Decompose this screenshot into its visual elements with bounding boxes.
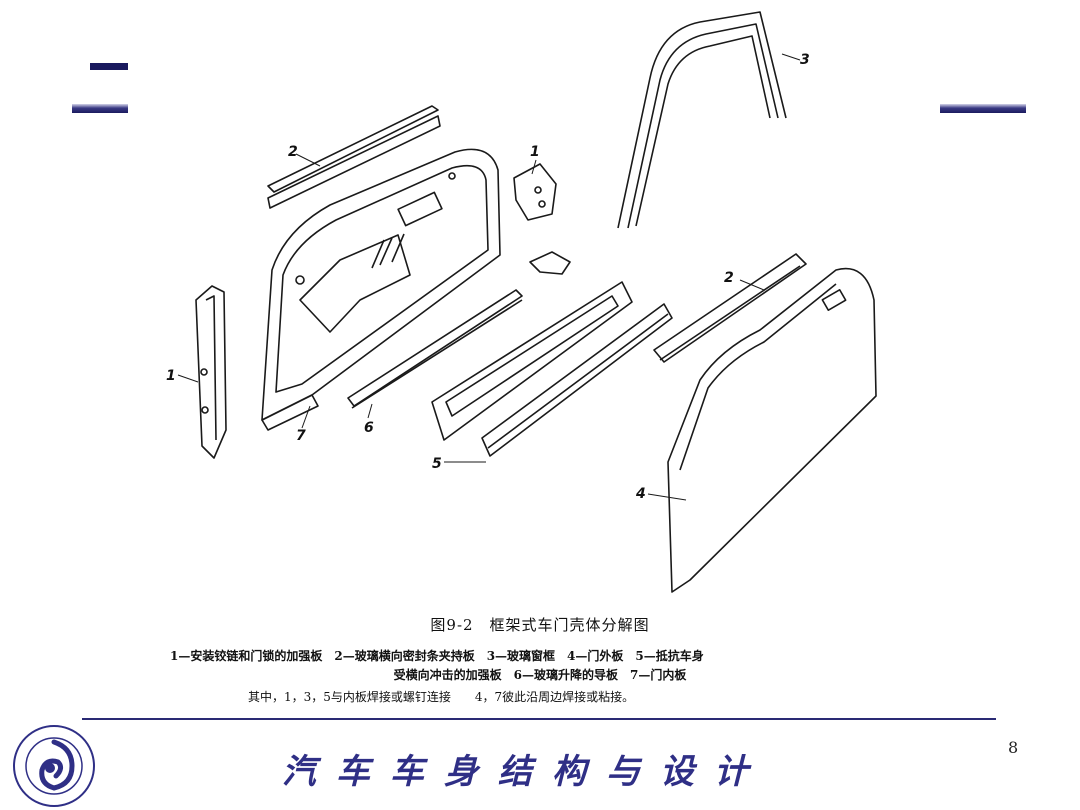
label-3: 3 (800, 52, 810, 68)
figure-legend-line-3: 其中，1，3，5与内板焊接或螺钉连接 4，7彼此沿周边焊接或粘接。 (248, 690, 635, 704)
door-exploded-diagram: 3 2 1 1 2 4 5 6 7 (166, 11, 877, 593)
part-impact-reinforcement (431, 281, 673, 457)
part-glass-guide (347, 289, 523, 409)
label-4: 4 (635, 486, 646, 502)
part-inner-panel (261, 148, 501, 431)
figure-legend-line-1: 1—安装铰链和门锁的加强板 2—玻璃横向密封条夹持板 3—玻璃窗框 4—门外板 … (170, 649, 704, 663)
label-2b: 2 (724, 270, 734, 286)
course-title: 汽车车身结构与设计 (282, 752, 768, 792)
university-logo-icon (13, 725, 95, 807)
figure-legend-line-2: 受横向冲击的加强板 6—玻璃升降的导板 7—门内板 (393, 668, 687, 682)
header-bar-right (940, 104, 1026, 113)
page-number: 8 (1008, 738, 1019, 757)
header-bar-left (72, 104, 128, 113)
figure-title: 图9-2 框架式车门壳体分解图 (430, 616, 650, 634)
part-hinge-plate-left (195, 285, 227, 459)
footer-divider (82, 718, 996, 720)
label-5: 5 (432, 456, 442, 472)
label-7: 7 (296, 428, 306, 444)
label-6: 6 (364, 420, 374, 436)
label-1a: 1 (166, 368, 176, 384)
header-dash (90, 63, 128, 70)
label-1b: 1 (530, 144, 540, 160)
part-sealing-strip-holder-lower (653, 253, 807, 363)
part-sealing-strip-holder-upper (267, 105, 441, 209)
part-window-frame (617, 11, 787, 229)
part-hinge-bracket-right (513, 163, 557, 221)
label-2a: 2 (288, 144, 298, 160)
part-outer-panel (667, 267, 877, 593)
part-clip (529, 251, 571, 275)
